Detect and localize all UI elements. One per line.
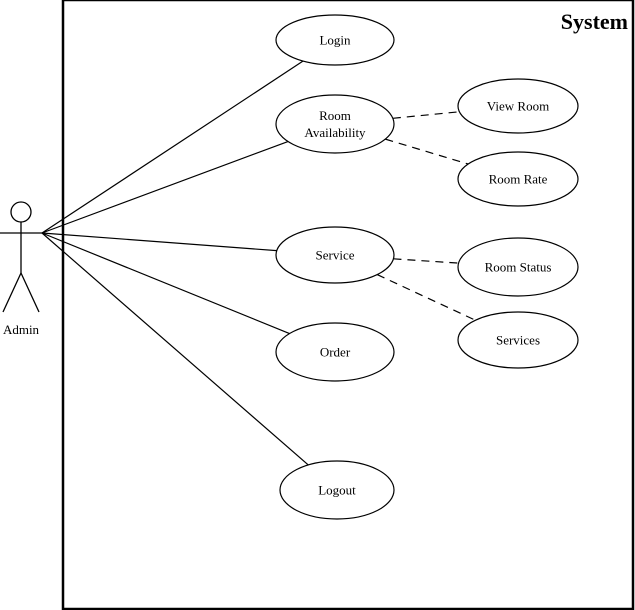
use-case-ellipse [457,237,579,297]
system-boundary [61,0,635,610]
use-case-service[interactable]: Service [275,226,395,284]
association-line-login [41,60,304,234]
use-case-ellipse [275,226,395,284]
use-case-ellipse [275,94,395,154]
use-case-label: Service [316,248,355,263]
association-line-order [41,232,290,335]
association-line-room-availability [41,140,289,234]
use-case-room-status[interactable]: Room Status [457,237,579,297]
dependency-line-room-availability-to-view-room [392,111,460,119]
stick-figure-icon [0,201,42,313]
use-case-view-room[interactable]: View Room [457,78,579,134]
dependency-line-service-to-services [376,274,476,321]
use-case-label: Room Status [485,260,552,275]
use-case-ellipse [275,14,395,66]
dependencies [376,111,476,321]
actor-head [10,201,32,223]
associations [41,60,309,466]
actor-admin[interactable]: Admin [0,201,42,337]
use-case-label: Availability [304,125,366,140]
system-title: System [561,9,628,34]
use-case-logout[interactable]: Logout [279,460,395,520]
use-case-label: Services [496,333,540,348]
use-case-ellipse [457,311,579,369]
use-case-label: Logout [318,483,356,498]
use-case-login[interactable]: Login [275,14,395,66]
use-case-order[interactable]: Order [275,322,395,382]
dependency-line-room-availability-to-room-rate [385,138,469,165]
use-case-label: Room [319,108,351,123]
use-case-ellipse [457,78,579,134]
use-case-ellipse [275,322,395,382]
use-case-room-rate[interactable]: Room Rate [457,151,579,207]
use-case-label: Order [320,345,351,360]
use-case-ellipse [279,460,395,520]
dependency-line-service-to-room-status [393,258,459,264]
actor-label: Admin [3,322,40,337]
use-case-label: View Room [487,99,549,114]
use-case-label: Room Rate [489,172,548,187]
association-line-logout [41,232,309,466]
actor-left-leg [2,272,22,313]
use-case-services[interactable]: Services [457,311,579,369]
association-line-service [41,232,277,252]
use-case-ellipse [457,151,579,207]
use-case-label: Login [319,33,351,48]
actor-right-leg [20,272,40,313]
